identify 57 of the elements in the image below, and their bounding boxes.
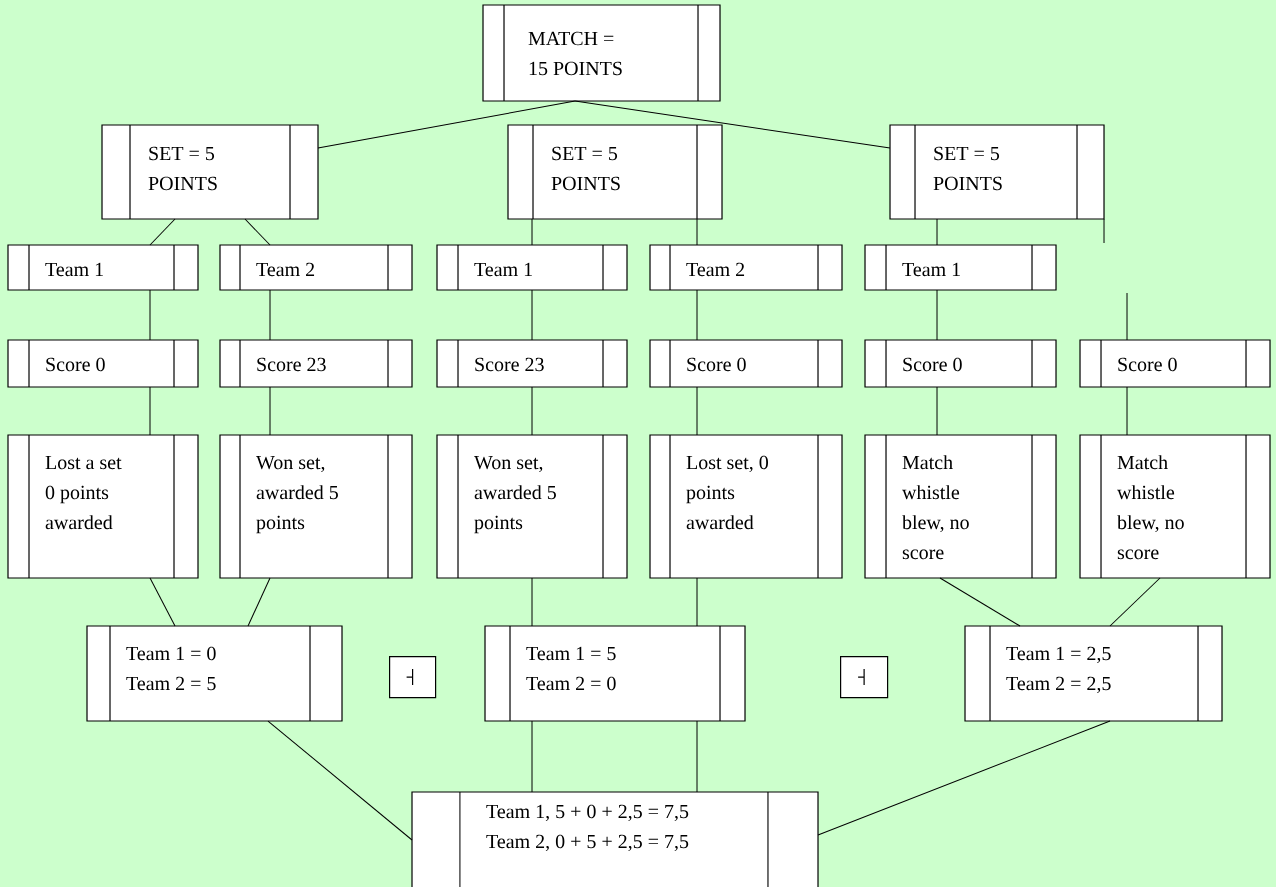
connector-line — [531, 386, 533, 436]
connector-line — [696, 577, 698, 627]
connector-line — [1126, 292, 1128, 341]
process-box: SET = 5 POINTS — [889, 124, 1105, 220]
process-box: Team 2 — [649, 244, 843, 291]
process-box: Lost a set 0 points awarded — [7, 434, 199, 579]
process-box: Score 0 — [649, 339, 843, 388]
process-box: Team 1, 5 + 0 + 2,5 = 7,5 Team 2, 0 + 5 + 2,5 = 7,5 — [411, 791, 819, 887]
connector-line — [1126, 386, 1128, 436]
process-box: Won set, awarded 5 points — [219, 434, 413, 579]
connector-line — [1103, 218, 1105, 244]
process-box: Team 2 — [219, 244, 413, 291]
process-box: Won set, awarded 5 points — [436, 434, 628, 579]
process-box: Score 0 — [7, 339, 199, 388]
connector-line — [317, 100, 576, 149]
connector-line — [244, 218, 271, 246]
connector-line — [149, 577, 176, 627]
connector-line — [696, 218, 698, 246]
connector-line — [531, 289, 533, 341]
process-box: Score 0 — [864, 339, 1057, 388]
process-box: Team 1 = 2,5 Team 2 = 2,5 — [964, 625, 1223, 722]
process-box: Team 1 — [864, 244, 1057, 291]
connector-line — [936, 218, 938, 246]
process-box: Score 23 — [436, 339, 628, 388]
connector-line — [149, 218, 176, 246]
connector-line — [269, 386, 271, 436]
process-box: SET = 5 POINTS — [507, 124, 723, 220]
symbol-box — [389, 656, 437, 699]
connector-line — [267, 720, 413, 841]
connector-line — [936, 386, 938, 436]
connector-line — [696, 386, 698, 436]
connector-line — [939, 577, 1021, 627]
connector-line — [574, 100, 891, 149]
process-box: Score 0 — [1079, 339, 1271, 388]
connector-line — [696, 720, 698, 793]
connector-line — [531, 218, 533, 246]
connector-line — [531, 577, 533, 627]
process-box: Match whistle blew, no score — [864, 434, 1057, 579]
process-box: SET = 5 POINTS — [101, 124, 319, 220]
connector-line — [247, 577, 271, 627]
connector-line — [269, 289, 271, 341]
process-box: Lost set, 0 points awarded — [649, 434, 843, 579]
process-box: Score 23 — [219, 339, 413, 388]
connector-line — [531, 720, 533, 793]
connector-line — [696, 289, 698, 341]
process-box: Match whistle blew, no score — [1079, 434, 1271, 579]
symbol-box — [840, 656, 889, 699]
connector-line — [817, 720, 1111, 836]
process-box: Team 1 = 5 Team 2 = 0 — [484, 625, 746, 722]
connector-line — [1109, 577, 1161, 627]
process-box: Team 1 = 0 Team 2 = 5 — [86, 625, 343, 722]
connector-line — [149, 289, 151, 341]
connector-line — [149, 386, 151, 436]
process-box: Team 1 — [7, 244, 199, 291]
connector-line — [936, 289, 938, 341]
process-box: Team 1 — [436, 244, 628, 291]
process-box: MATCH = 15 POINTS — [482, 4, 721, 102]
